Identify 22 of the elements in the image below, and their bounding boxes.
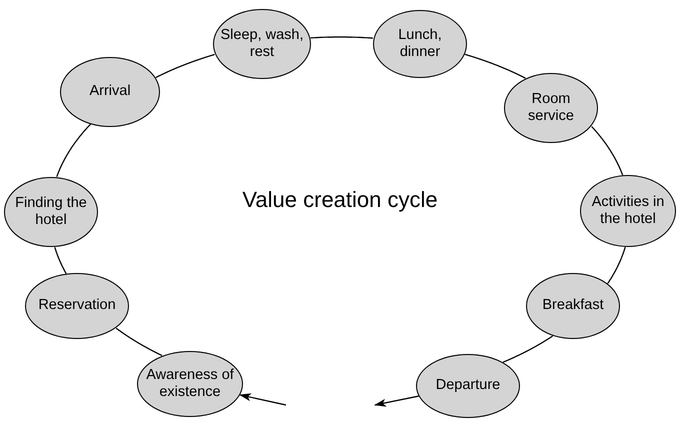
arrow [374,396,419,407]
connector-line [56,124,91,177]
stage-ellipse: Finding the hotel [4,177,98,247]
arrow [239,393,286,406]
stage-ellipse: Departure [416,354,520,418]
connector-line [591,126,624,176]
diagram-title: Value creation cycle [241,186,439,214]
stage-ellipse: Arrival [60,57,160,127]
connector-line [116,328,162,356]
connector-line [464,54,526,79]
stage-ellipse: Reservation [25,273,129,339]
connector-line [155,54,215,78]
stage-ellipse: Breakfast [526,273,620,339]
stage-ellipse: Awareness of existence [137,351,243,417]
connector-line [502,336,554,363]
stage-ellipse: Activities in the hotel [580,175,676,247]
stage-ellipse: Sleep, wash, rest [213,9,311,79]
connector-line [54,247,67,274]
stage-ellipse: Lunch, dinner [373,10,467,78]
connector-line [607,246,626,284]
stage-ellipse: Room service [504,73,598,143]
connector-line [310,36,373,39]
